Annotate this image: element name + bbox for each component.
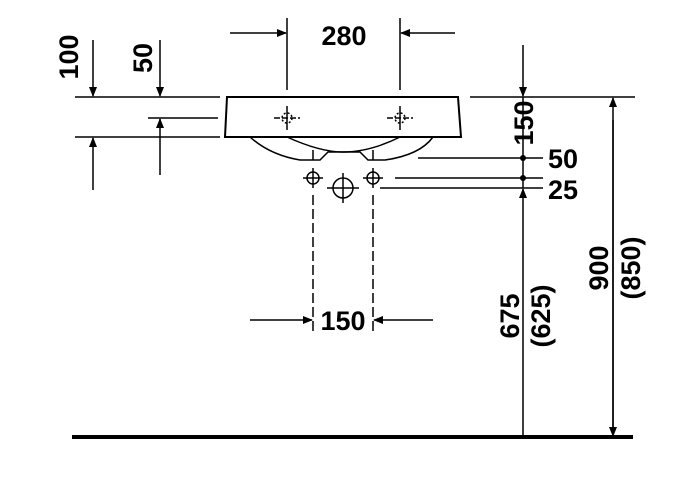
- tap-hole-marks: [274, 106, 413, 130]
- dim-label-150-right: 150: [509, 100, 539, 145]
- waste-fittings: [303, 168, 383, 203]
- dim-label-900: 900: [584, 245, 614, 290]
- dim-label-50-left: 50: [128, 43, 158, 73]
- dim-50-left: 50: [128, 40, 164, 175]
- dim-label-50-right: 50: [548, 144, 578, 174]
- dim-label-625: (625): [526, 284, 556, 347]
- dim-label-150-bottom: 150: [320, 306, 365, 336]
- basin-outline: [223, 96, 463, 161]
- dim-675: 675 (625): [495, 188, 556, 435]
- dim-900: 900 (850): [584, 97, 646, 437]
- dim-label-850: (850): [616, 236, 646, 299]
- dim-right-stack: 150 50 25: [380, 45, 635, 205]
- dim-label-25: 25: [548, 175, 578, 205]
- dim-label-675: 675: [495, 293, 525, 338]
- dim-label-100: 100: [54, 34, 84, 79]
- dim-280: 280: [230, 18, 455, 90]
- dim-label-280: 280: [321, 21, 366, 51]
- dim-150-waste: 150: [250, 195, 433, 336]
